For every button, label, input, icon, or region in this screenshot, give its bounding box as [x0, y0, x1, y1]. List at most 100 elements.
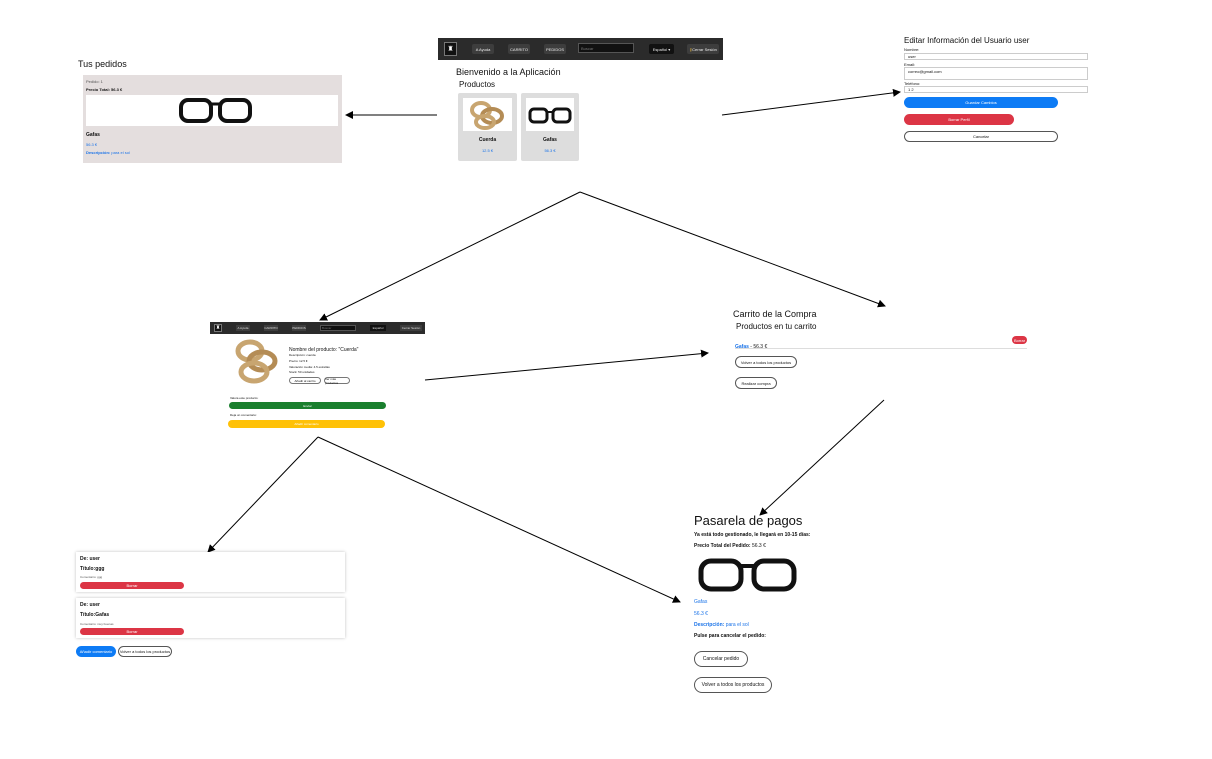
delete-comment-button[interactable]: Borrar — [80, 582, 184, 589]
detail-line-rating: Valoración media: 4.5 estrellas — [289, 365, 330, 369]
comments-screen: De: user Título:ggg Comentario: ggg Borr… — [76, 552, 346, 659]
comment-title: Título:Gafas — [80, 612, 110, 618]
home-screen: ♜ A Ayuda CARRITO PEDIDOS Español ▾ ⚷Cer… — [438, 38, 723, 168]
email-field[interactable]: correo@gmail.com — [904, 67, 1088, 80]
chevron-down-icon: ▾ — [667, 46, 671, 52]
back-to-products-button[interactable]: Volver a todos los productos — [735, 356, 797, 368]
home-nav-orders-button[interactable]: PEDIDOS — [544, 44, 566, 54]
detail-logout-button[interactable]: Cerrar Sesión — [400, 325, 422, 331]
payment-title: Pasarela de pagos — [694, 513, 803, 528]
payment-notice: Ya está todo gestionado, le llegará en 1… — [694, 532, 811, 538]
comment-author: De: user — [80, 556, 101, 562]
payment-total: Precio Total del Pedido: 56.3 € — [694, 543, 766, 549]
detail-logo[interactable]: ♜ — [214, 324, 222, 332]
name-label: Nombre: — [904, 47, 920, 52]
edit-user-screen: Editar Información del Usuario user Nomb… — [900, 34, 1092, 146]
payment-product-price: 56.3 € — [694, 611, 708, 617]
rope-image — [235, 339, 278, 384]
cart-screen: Carrito de la Compra Productos en tu car… — [730, 308, 1030, 393]
order-description-label: Descripción: — [86, 150, 111, 155]
checkout-button[interactable]: Realizar compra — [735, 377, 777, 389]
product-card-gafas[interactable]: Gafas 56.3 € — [521, 93, 579, 161]
home-logout-button[interactable]: ⚷Cerrar Sesión — [687, 44, 719, 54]
detail-language-select[interactable]: Español — [370, 325, 386, 331]
home-language-select[interactable]: Español ▾ — [649, 44, 674, 54]
cart-item-name[interactable]: Gafas — [735, 344, 749, 350]
email-label: Email: — [904, 62, 916, 67]
cancel-prompt: Pulse para cancelar el pedido: — [694, 633, 766, 639]
comment-label: Deja un comentario: — [230, 413, 257, 417]
home-welcome-heading: Bienvenido a la Aplicación — [456, 67, 561, 77]
order-total: Precio Total: 56.3 € — [86, 87, 123, 92]
cancel-order-button[interactable]: Cancelar pedido — [694, 651, 748, 667]
payment-total-value: 56.3 € — [750, 543, 766, 549]
glasses-image — [698, 558, 797, 592]
cart-subtitle: Productos en tu carrito — [736, 322, 817, 331]
product-card-cuerda[interactable]: Cuerda 12.5 € — [458, 93, 517, 161]
delete-profile-button[interactable]: Borrar Perfil — [904, 114, 1014, 125]
back-to-products-button[interactable]: Volver a todos los productos — [694, 677, 772, 693]
payment-description-label: Descripción: — [694, 622, 725, 628]
save-button[interactable]: Guardar Cambios — [904, 97, 1058, 108]
detail-nav-orders-button[interactable]: PEDIDOS — [292, 325, 306, 331]
arrow-home-to-cart — [579, 191, 886, 308]
name-field[interactable]: user — [904, 53, 1088, 60]
detail-nav-help-button[interactable]: A Ayuda — [236, 325, 250, 331]
detail-product-image — [230, 337, 285, 387]
home-navbar: ♜ A Ayuda CARRITO PEDIDOS Español ▾ ⚷Cer… — [438, 38, 723, 60]
payment-product-name: Gafas — [694, 599, 708, 605]
more-products-button[interactable]: Ver más productos — [324, 377, 350, 385]
comment-content: Comentario: muy buenas — [80, 622, 114, 626]
phone-field[interactable]: 1 2 — [904, 86, 1088, 93]
rating-label: Valora este producto: — [230, 396, 259, 400]
glasses-image — [528, 107, 572, 124]
home-nav-cart-button[interactable]: CARRITO — [508, 44, 530, 54]
submit-rating-button[interactable]: Enviar — [229, 402, 386, 409]
back-to-products-button[interactable]: Volver a todos los productos — [118, 646, 172, 657]
home-nav-help-button[interactable]: A Ayuda — [472, 44, 494, 54]
arrow-home-to-edit-user — [721, 88, 901, 116]
cart-title: Carrito de la Compra — [733, 309, 817, 319]
home-search-input[interactable] — [578, 43, 634, 53]
arrow-detail-to-cart — [424, 349, 709, 381]
rope-image — [470, 101, 504, 130]
edit-user-title: Editar Información del Usuario user — [904, 36, 1030, 45]
payment-screen: Pasarela de pagos Ya está todo gestionad… — [690, 513, 830, 696]
payment-product-image — [696, 555, 800, 595]
comment-card: De: user Título:ggg Comentario: ggg Borr… — [76, 552, 345, 592]
home-logo[interactable]: ♜ — [444, 42, 457, 56]
order-product-name: Gafas — [86, 132, 100, 138]
add-comment-button[interactable]: Añadir comentario — [228, 420, 385, 428]
cart-item: Gafas - 56.3 € Borrar — [735, 335, 1027, 350]
add-comment-button[interactable]: Añadir comentario — [76, 646, 116, 657]
order-number: Pedido: 1 — [86, 79, 103, 84]
language-label: Español — [652, 46, 668, 52]
key-icon: ⚷ — [689, 46, 693, 52]
detail-line-stock: Stock: 50 unidades — [289, 370, 315, 374]
arrow-home-to-detail — [319, 191, 581, 321]
arrow-detail-to-comments — [207, 436, 319, 553]
detail-nav-cart-button[interactable]: CARRITO — [264, 325, 278, 331]
add-to-cart-button[interactable]: Añadir al carrito — [289, 377, 321, 384]
detail-heading: Nombre del producto: "Cuerda" — [289, 347, 358, 353]
payment-description: Descripción: para el sol — [694, 622, 749, 628]
delete-comment-button[interactable]: Borrar — [80, 628, 184, 635]
arrow-cart-to-payment — [759, 399, 885, 516]
remove-item-button[interactable]: Borrar — [1012, 336, 1027, 344]
product-price-cuerda: 12.5 € — [481, 148, 494, 153]
order-description-value: para el sol — [111, 150, 130, 155]
orders-title: Tus pedidos — [78, 59, 127, 69]
cancel-button[interactable]: Cancelar — [904, 131, 1058, 142]
detail-search-input[interactable] — [320, 325, 356, 331]
comment-author: De: user — [80, 602, 101, 608]
home-products-heading: Productos — [459, 80, 496, 89]
product-image-cuerda — [463, 98, 512, 131]
payment-description-value: para el sol — [725, 622, 749, 628]
detail-navbar: ♜ A Ayuda CARRITO PEDIDOS Español Cerrar… — [210, 322, 425, 334]
product-name-cuerda: Cuerda — [478, 137, 497, 143]
detail-heading-name: "Cuerda" — [338, 347, 359, 353]
order-product-image — [86, 95, 338, 126]
detail-line-description: Descripción: cuerda — [289, 353, 316, 357]
phone-label: Teléfono: — [904, 81, 921, 86]
